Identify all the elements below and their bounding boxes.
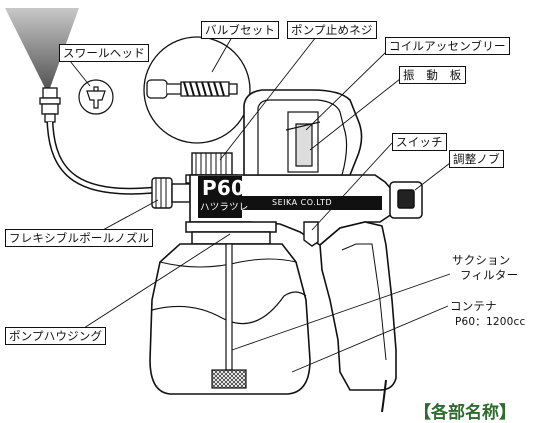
model-number: P60 — [202, 176, 246, 200]
nozzle-head — [39, 87, 61, 123]
adjust-knob — [389, 181, 423, 219]
maker-band — [242, 196, 382, 210]
label-suction-line1: サクション — [452, 253, 511, 267]
diagram-title: 【各部名称】 — [414, 403, 516, 423]
label-pump-housing: ポンプハウジング — [5, 327, 107, 345]
label-swirl-head: スワールヘッド — [59, 44, 149, 62]
trigger-switch — [303, 221, 319, 247]
maker-line: SEIKA CO.LTD — [272, 198, 333, 207]
label-container-spec: P60：1200cc — [455, 316, 526, 328]
label-vibration-plate: 振 動 板 — [399, 66, 466, 84]
label-coil-assembly: コイルアッセンブリー — [385, 37, 510, 55]
label-valve-set: バルブセット — [201, 21, 280, 39]
model-plate — [198, 176, 242, 218]
label-pump-screw: ポンプ止めネジ — [287, 21, 377, 39]
hose-fitting — [151, 177, 191, 209]
label-suction-line2: フィルター — [460, 268, 519, 282]
suction-filter — [211, 243, 247, 389]
label-flexible-nozzle: フレキシブルポールノズル — [5, 229, 154, 247]
leader-lines — [69, 36, 451, 373]
label-switch: スイッチ — [392, 133, 447, 151]
label-container: コンテナ — [450, 299, 497, 313]
power-cord — [381, 379, 387, 413]
flexible-hose — [46, 121, 156, 195]
pump-housing — [185, 221, 277, 245]
spray-cone — [5, 8, 79, 88]
brand-name: ハツラツレ — [200, 202, 249, 213]
label-adjust-knob: 調整ノブ — [449, 150, 504, 168]
